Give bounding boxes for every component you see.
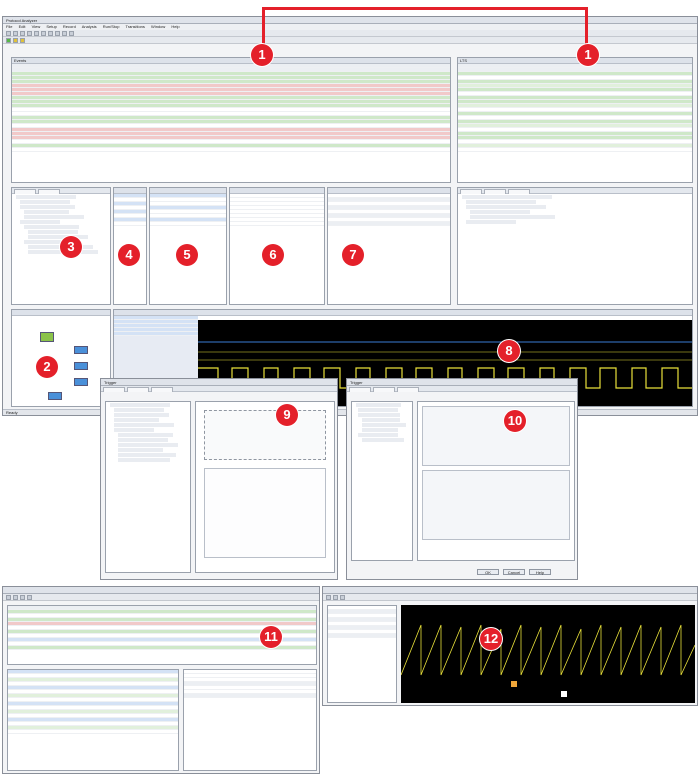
lts-pane-title: LTS (458, 58, 692, 64)
search-icon[interactable] (55, 30, 60, 36)
performance-screenshot (322, 586, 698, 706)
device-node (74, 362, 88, 370)
state-a-block[interactable] (422, 406, 570, 466)
compact-hex-pane[interactable] (183, 669, 317, 771)
window-title: Protocol Analyzer (3, 17, 697, 24)
callout-badge-3: 3 (60, 236, 82, 258)
open-icon[interactable] (13, 30, 18, 36)
trigger-drop-zone[interactable] (204, 410, 326, 460)
trigger-icon (13, 37, 18, 43)
menu-analysis[interactable]: Analysis (81, 24, 97, 29)
performance-stats-pane[interactable] (327, 605, 397, 703)
menu-record[interactable]: Record (62, 24, 76, 29)
performance-graph[interactable] (400, 605, 696, 703)
callout-badge-5: 5 (176, 244, 198, 266)
right-lts-pane[interactable]: LTS (457, 57, 693, 183)
tool-icon[interactable] (20, 594, 25, 600)
filter-icon[interactable] (62, 30, 67, 36)
tool-icon[interactable] (326, 594, 331, 600)
advanced-trigger-dialog-title: Trigger (347, 379, 577, 386)
menu-bar: File Edit View Setup Record Analysis Run… (3, 24, 697, 30)
device-node (48, 392, 62, 400)
capture-icon (20, 37, 25, 43)
main-analyzer-window: Protocol Analyzer File Edit View Setup R… (2, 16, 698, 416)
traffic-summary-pane[interactable] (327, 187, 451, 305)
new-icon[interactable] (6, 30, 11, 36)
tool-icon[interactable] (13, 594, 18, 600)
compact-layout-screenshot (2, 586, 320, 774)
status-toolbar (3, 37, 697, 44)
callout-badge-4: 4 (118, 244, 140, 266)
tool-icon[interactable] (27, 594, 32, 600)
stop-icon[interactable] (41, 30, 46, 36)
main-toolbar (3, 30, 697, 37)
link-icon (6, 37, 11, 43)
callout-badge-1: 1 (577, 44, 599, 66)
ok-button[interactable]: OK (477, 569, 499, 575)
trigger-dialog[interactable]: Trigger (100, 378, 338, 580)
adv-state-editor[interactable] (417, 401, 575, 561)
advanced-trigger-dialog[interactable]: Trigger OK Cancel Help (346, 378, 578, 580)
performance-graph-svg (400, 624, 696, 697)
device-node (74, 378, 88, 386)
callout-badge-2: 2 (36, 356, 58, 378)
tool-icon[interactable] (340, 594, 345, 600)
device-node (74, 346, 88, 354)
menu-setup[interactable]: Setup (46, 24, 57, 29)
callout-badge-9: 9 (276, 404, 298, 426)
callout-badge-10: 10 (504, 410, 526, 432)
trigger-event-list[interactable] (105, 401, 191, 573)
print-icon[interactable] (27, 30, 32, 36)
left-events-pane[interactable]: Events (11, 57, 451, 183)
callout-badge-12: 12 (480, 628, 502, 650)
state-b-block[interactable] (422, 470, 570, 540)
callout-badge-1: 1 (251, 44, 273, 66)
callout-connector (262, 7, 588, 47)
trigger-state-box[interactable] (204, 468, 326, 558)
callout-badge-6: 6 (262, 244, 284, 266)
trigger-dialog-title: Trigger (101, 379, 337, 386)
menu-transitions[interactable]: Transitions (125, 24, 145, 29)
record-icon[interactable] (34, 30, 39, 36)
menu-file[interactable]: File (6, 24, 13, 29)
menu-window[interactable]: Window (151, 24, 166, 29)
menu-view[interactable]: View (31, 24, 41, 29)
device-node (40, 332, 54, 342)
help-button[interactable]: Help (529, 569, 551, 575)
overview-pane[interactable] (11, 309, 111, 407)
adv-event-list[interactable] (351, 401, 413, 561)
callout-badge-8: 8 (498, 340, 520, 362)
tool-icon[interactable] (333, 594, 338, 600)
events-pane-title: Events (12, 58, 450, 64)
cancel-button[interactable]: Cancel (503, 569, 525, 575)
save-icon[interactable] (20, 30, 25, 36)
settings-icon[interactable] (69, 30, 74, 36)
menu-edit[interactable]: Edit (18, 24, 26, 29)
zoom-icon[interactable] (48, 30, 53, 36)
protocol-details-pane[interactable] (457, 187, 693, 305)
callout-badge-7: 7 (342, 244, 364, 266)
menu-help[interactable]: Help (171, 24, 180, 29)
trigger-sequence-area[interactable] (195, 401, 335, 573)
callout-badge-11: 11 (260, 626, 282, 648)
menu-runstop[interactable]: Run/Stop (102, 24, 120, 29)
tool-icon[interactable] (6, 594, 11, 600)
compact-details-pane[interactable] (7, 669, 179, 771)
